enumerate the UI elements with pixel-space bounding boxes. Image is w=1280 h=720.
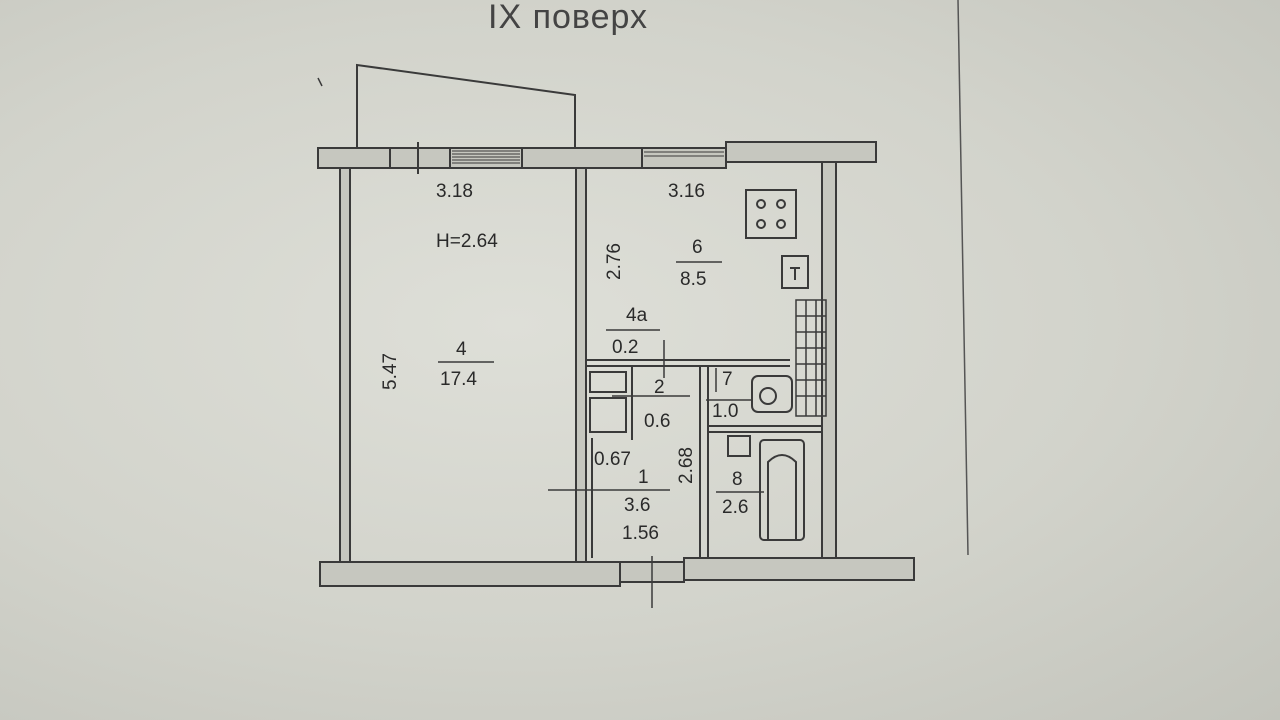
bottom-wall — [319, 557, 915, 587]
room4a-area: 0.2 — [612, 337, 639, 358]
closet-bottom — [589, 397, 627, 433]
closet-top — [589, 371, 627, 393]
room4-length: 5.47 — [379, 353, 401, 390]
room6-length: 2.76 — [603, 243, 625, 280]
room8-area: 2.6 — [722, 497, 749, 518]
partition-wall — [575, 167, 587, 563]
room7-area: 1.0 — [712, 401, 739, 422]
room2-number: 2 — [654, 377, 665, 398]
room2-area: 0.6 — [644, 411, 671, 432]
floor-title: IX поверх — [488, 0, 649, 36]
room4a-number: 4a — [626, 305, 648, 326]
room4-area: 17.4 — [440, 369, 477, 390]
room2-dimension: 0.67 — [594, 449, 631, 470]
toilet — [751, 375, 793, 413]
room6-number: 6 — [692, 237, 703, 258]
left-wall — [339, 167, 351, 563]
vent-shaft — [795, 299, 827, 417]
room8-number: 8 — [732, 469, 743, 490]
room4-number: 4 — [456, 339, 467, 360]
balcony — [356, 63, 576, 148]
room4-ceiling-height: H=2.64 — [436, 231, 498, 252]
room4-width: 3.18 — [436, 181, 473, 202]
bathtub — [759, 439, 805, 541]
room6-area: 8.5 — [680, 269, 707, 290]
stove — [745, 189, 797, 239]
room7-number: 7 — [722, 369, 733, 390]
window-2 — [644, 147, 724, 157]
room1-length: 2.68 — [675, 447, 697, 484]
bath-basin — [727, 435, 751, 457]
room1-width: 1.56 — [622, 523, 659, 544]
room1-number: 1 — [638, 467, 649, 488]
room1-area: 3.6 — [624, 495, 651, 516]
room6-width: 3.16 — [668, 181, 705, 202]
window-1 — [452, 150, 520, 164]
top-wall — [317, 141, 877, 169]
right-wall — [821, 161, 837, 559]
sink — [781, 255, 809, 289]
page-edge-line — [957, 0, 969, 556]
